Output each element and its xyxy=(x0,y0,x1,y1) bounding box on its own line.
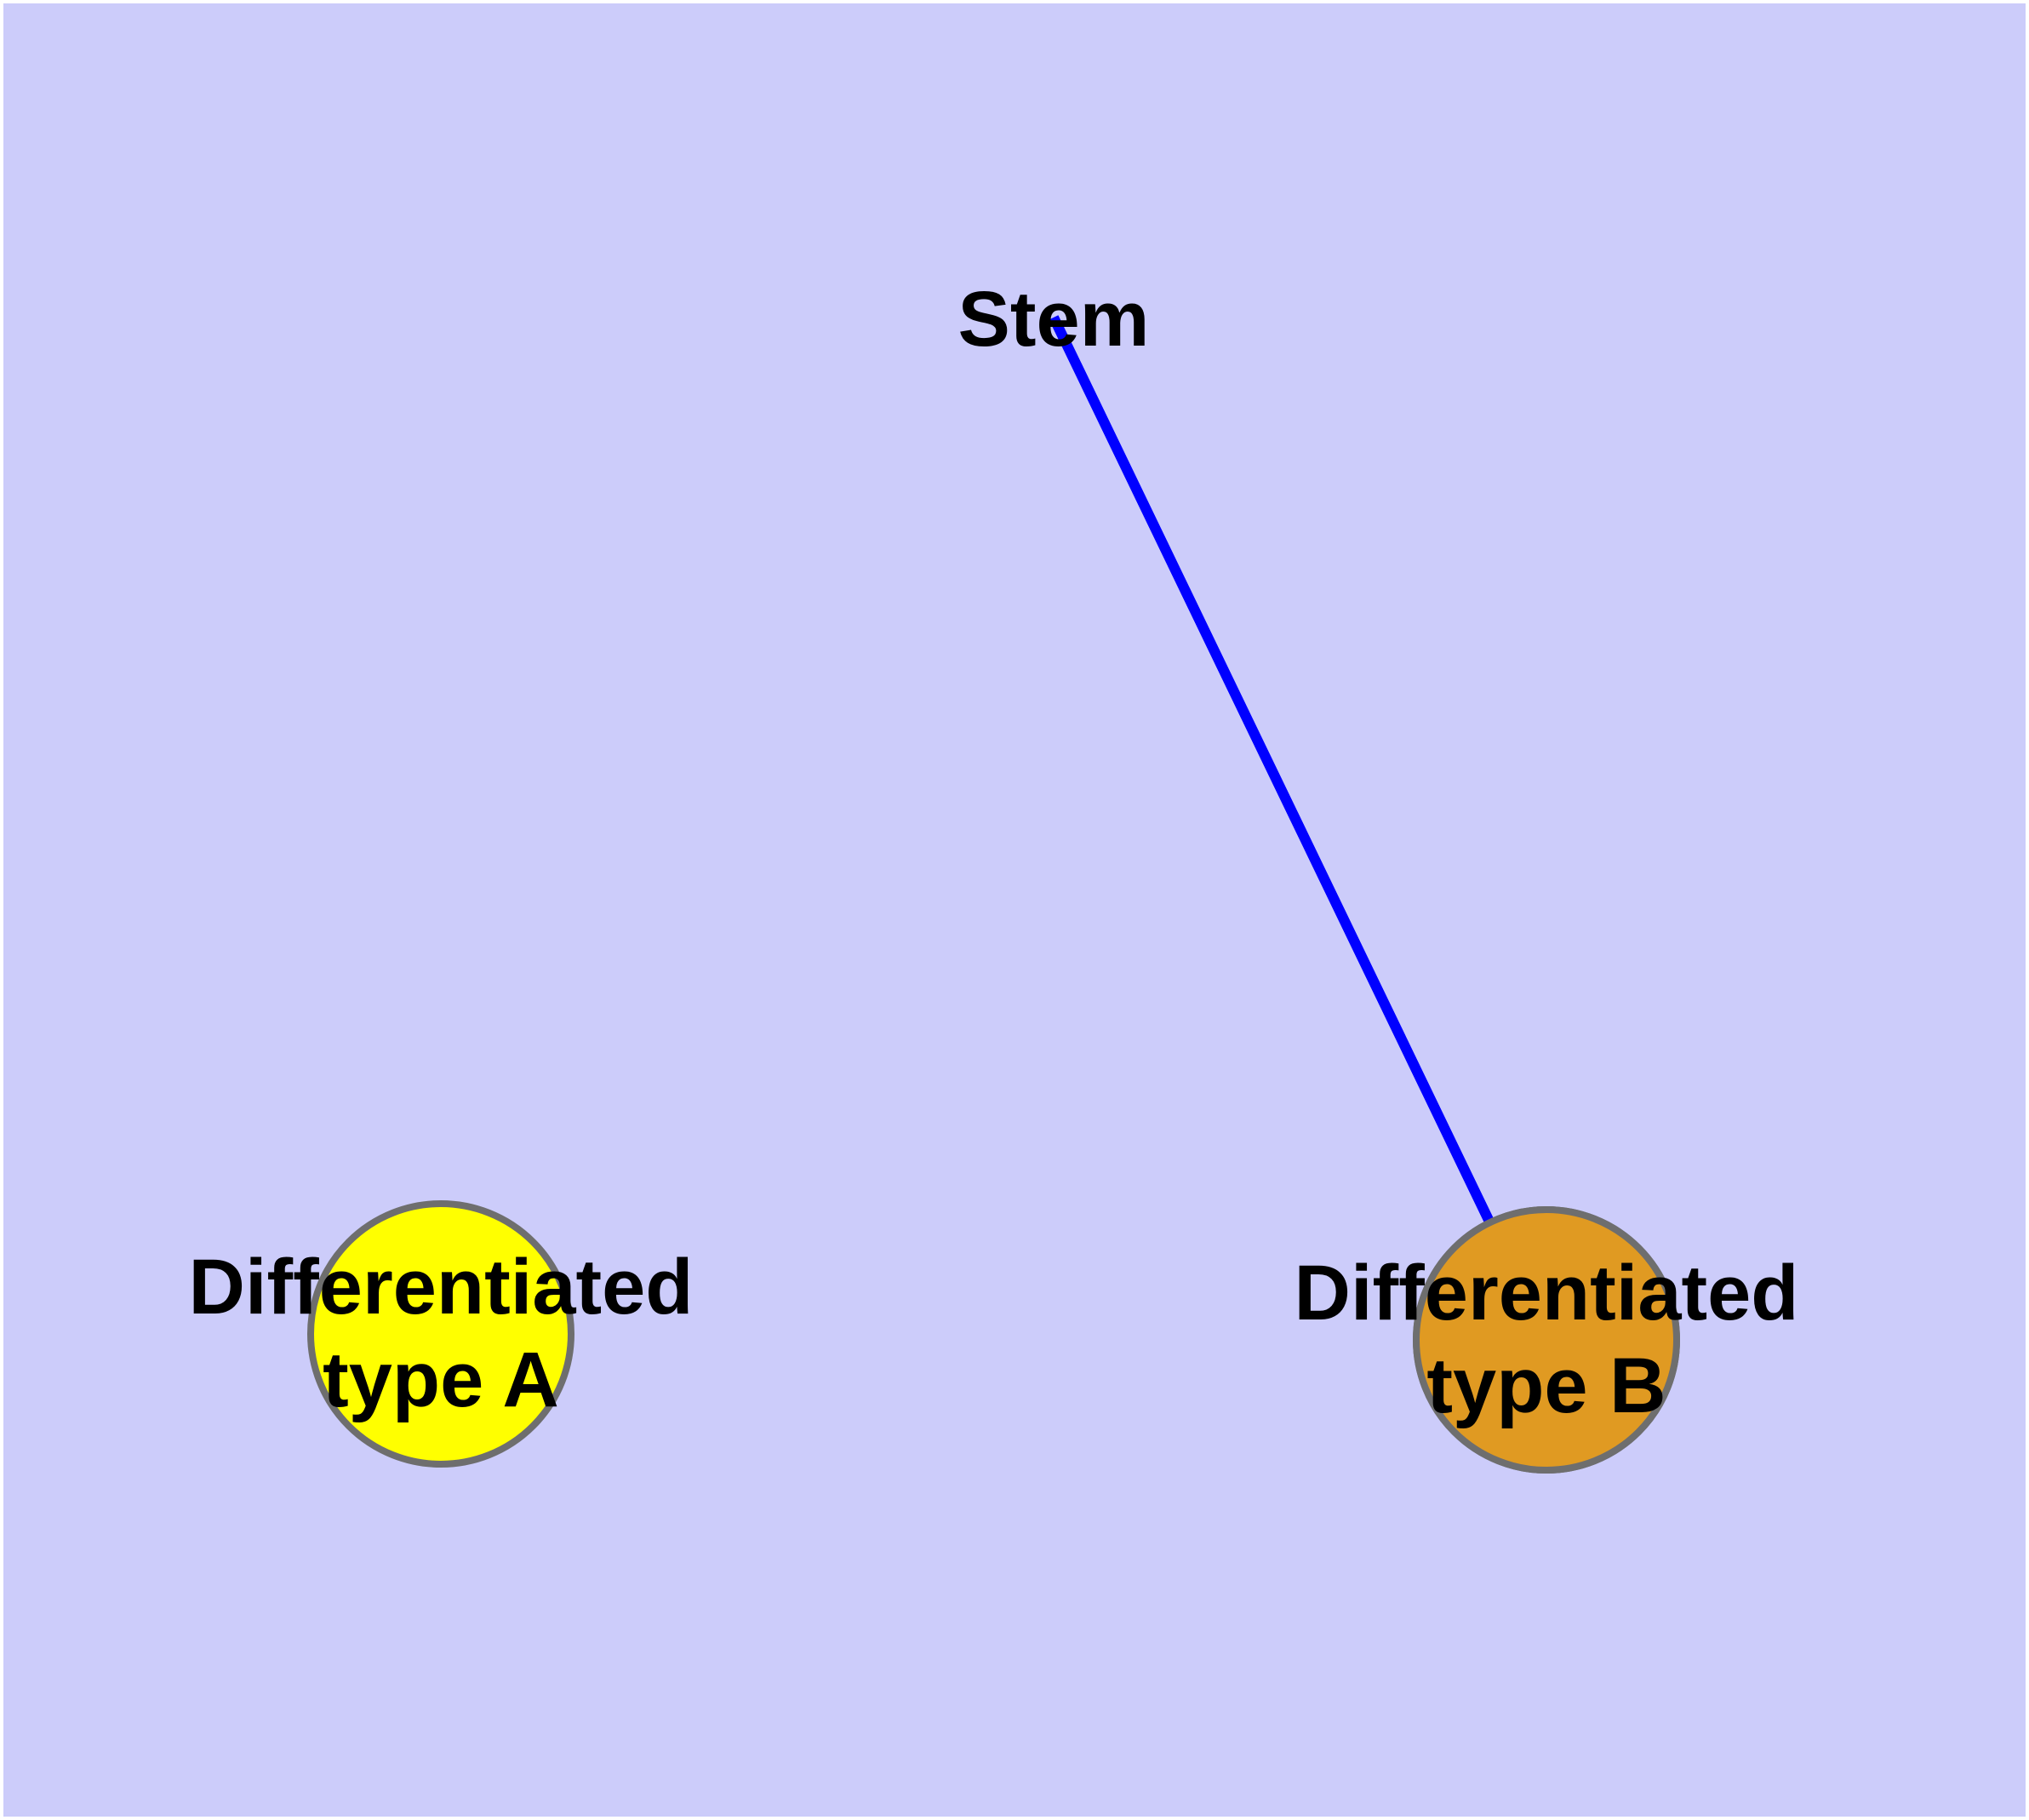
node-label-differentiated-type-a-line2: type A xyxy=(323,1336,559,1423)
node-stem[interactable] xyxy=(307,1200,574,1468)
node-differentiated-type-b[interactable] xyxy=(1413,1206,1680,1474)
node-label-differentiated-type-a-line1: Differentiated xyxy=(189,1244,694,1331)
edge-layer xyxy=(1049,315,1552,1342)
node-label-differentiated-type-b-line1: Differentiated xyxy=(1295,1250,1799,1336)
plot-background xyxy=(3,3,2026,1817)
edge-stem-to-differentiated-type-b[interactable] xyxy=(1049,315,1552,1342)
node-layer xyxy=(307,1200,1680,1474)
node-label-stem: Stem xyxy=(958,276,1150,363)
label-layer: Stem Differentiated type A Differentiate… xyxy=(189,276,1799,1429)
node-label-differentiated-type-b-line2: type B xyxy=(1426,1342,1666,1429)
